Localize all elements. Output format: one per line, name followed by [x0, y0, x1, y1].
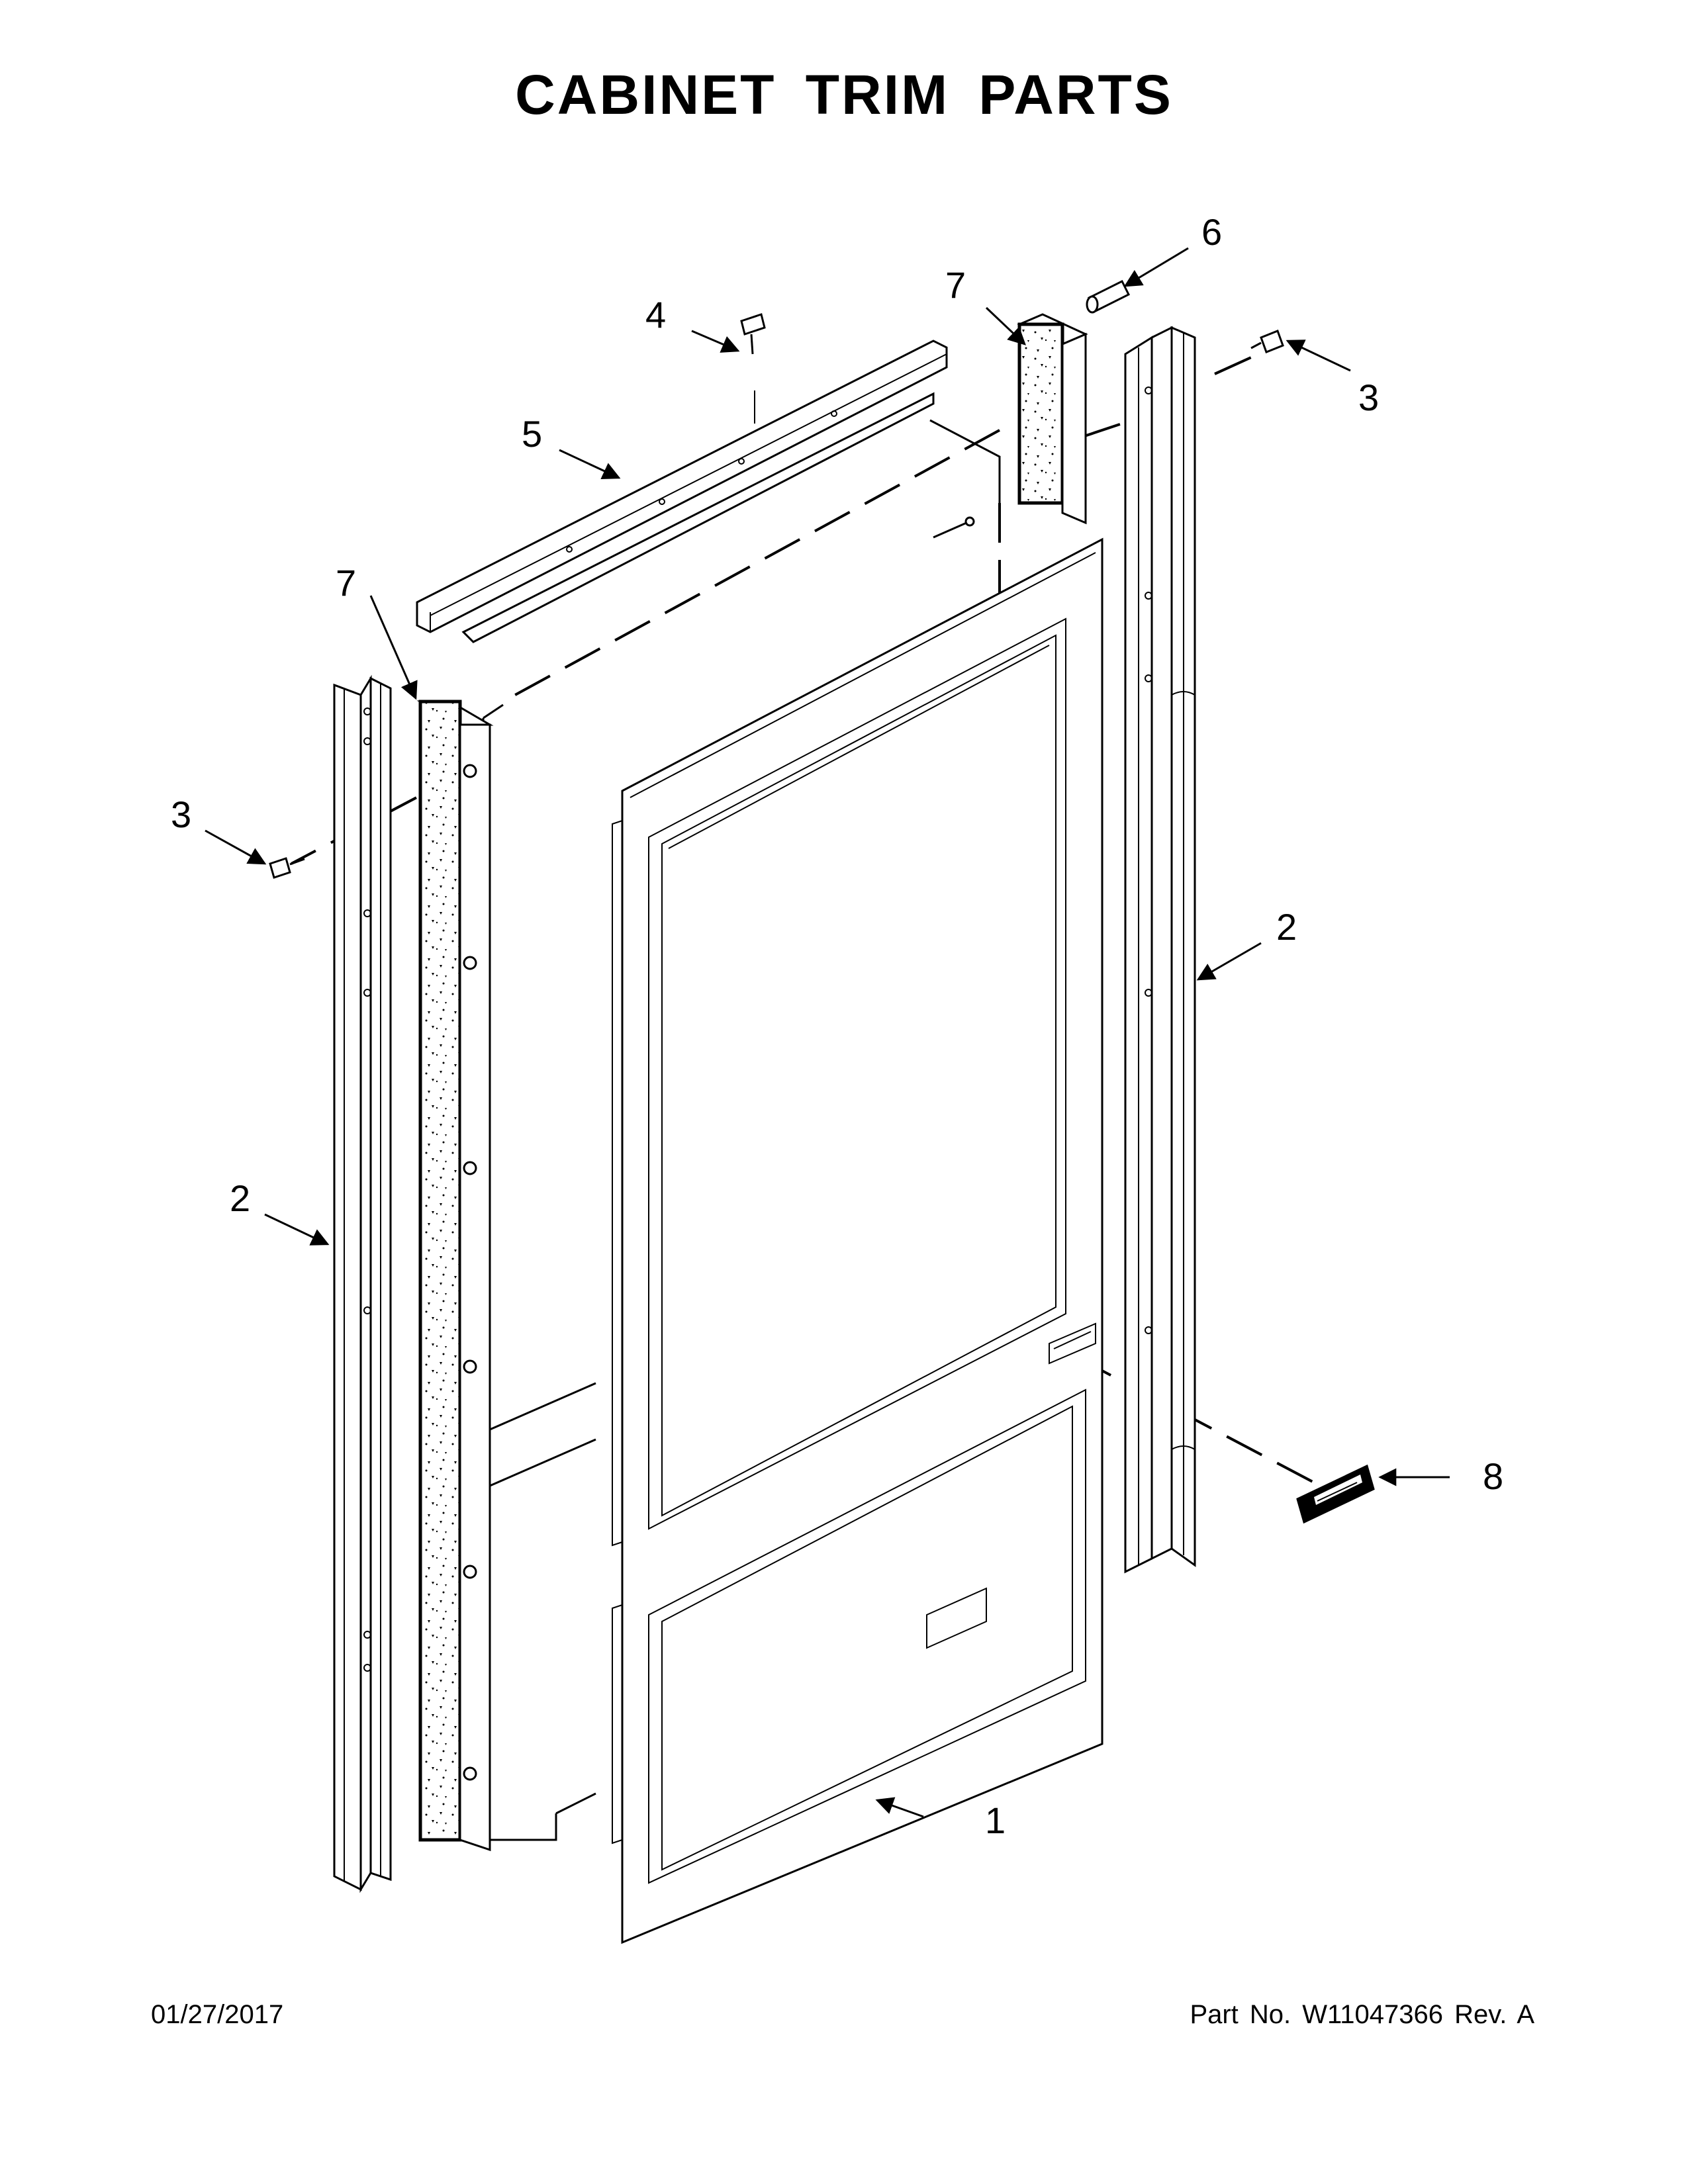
part-3-right-screw: [1250, 330, 1284, 353]
page-title: CABINET TRIM PARTS: [515, 64, 1173, 126]
callout-7-right: 7: [945, 264, 966, 306]
callout-2-right: 2: [1276, 906, 1297, 948]
leader-lines: [205, 247, 1450, 1818]
part-7-right-foam-block: [1017, 313, 1088, 525]
footer-part-number: Part No. W11047366 Rev. A: [1190, 2000, 1534, 2029]
callout-1: 1: [985, 1799, 1006, 1841]
callout-7-left: 7: [336, 562, 356, 604]
part-4-screw: [740, 313, 766, 424]
callout-8: 8: [1483, 1455, 1503, 1497]
part-8-vent-grille: [1296, 1464, 1375, 1524]
footer-date: 01/27/2017: [151, 2000, 284, 2029]
part-5-top-trim: [416, 340, 948, 643]
callout-4: 4: [645, 294, 666, 336]
callout-6: 6: [1201, 211, 1222, 253]
callout-2-left: 2: [230, 1177, 250, 1219]
callout-5: 5: [522, 413, 542, 455]
callout-3-left: 3: [171, 794, 191, 835]
part-3-left-screw: [269, 857, 305, 879]
callout-labels: 1 2 2 3 3 4 5 6 7 7 8: [171, 211, 1503, 1841]
part-2-left-side-trim: [333, 674, 392, 1893]
part-6-bushing: [1086, 279, 1131, 314]
part-1-trim-frame: [612, 537, 1103, 1944]
callout-3-right: 3: [1358, 377, 1379, 418]
mounting-screw: [933, 516, 975, 539]
part-7-left-foam-strip: [416, 700, 494, 1852]
part-2-right-side-trim: [1124, 326, 1196, 1574]
